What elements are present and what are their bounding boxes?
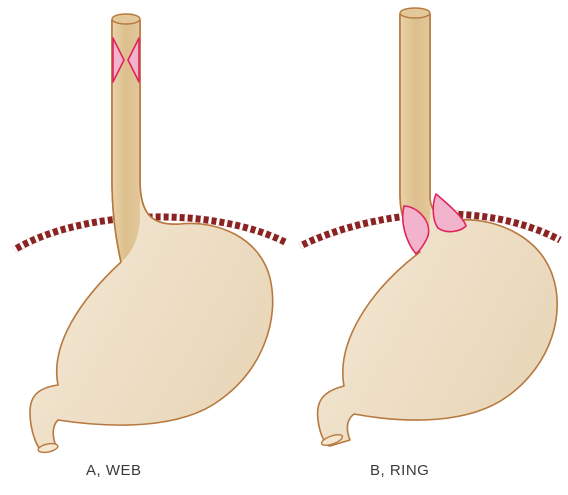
stomach-b (318, 14, 558, 446)
panel-b (300, 8, 560, 448)
esophagus-top-b (400, 8, 430, 18)
caption-ring: B, RING (370, 462, 429, 479)
esophagus-top-a (112, 14, 140, 24)
caption-web: A, WEB (86, 462, 142, 479)
panel-a (14, 14, 285, 454)
stomach-a (30, 20, 273, 450)
